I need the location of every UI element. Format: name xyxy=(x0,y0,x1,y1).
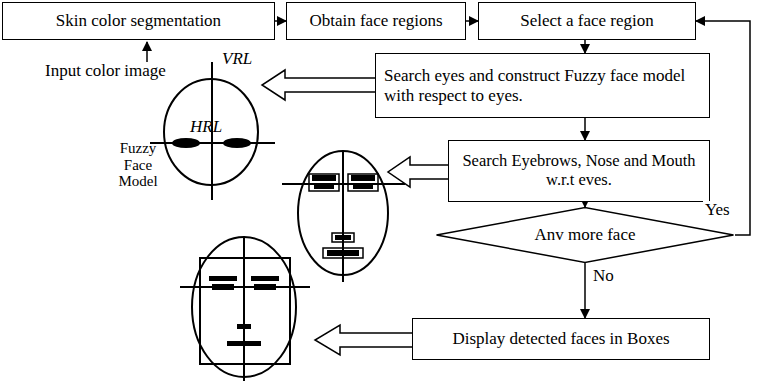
face-features-model xyxy=(282,150,405,282)
detected-face xyxy=(180,236,310,381)
flow-arrow xyxy=(466,20,478,22)
node-text: Obtain face regions xyxy=(309,11,442,31)
hollow-arrow xyxy=(388,157,448,187)
axis-label: VRL xyxy=(222,50,252,69)
flow-arrow xyxy=(275,20,286,22)
input-label: Input color image xyxy=(45,62,166,81)
edge-label: Yes xyxy=(703,201,732,220)
node-text: Anv more face xyxy=(534,225,635,245)
process-box: Display detected faces in Boxes xyxy=(412,318,710,360)
process-box: Select a face region xyxy=(478,2,696,40)
hollow-arrow xyxy=(262,70,375,100)
fuzzy-face-model xyxy=(150,62,275,200)
process-box: Obtain face regions xyxy=(286,2,466,40)
node-text: Display detected faces in Boxes xyxy=(452,329,669,349)
model-label: Fuzzy Face Model xyxy=(112,140,164,190)
process-box: Search Eyebrows, Nose and Mouth w.r.t ev… xyxy=(448,140,710,202)
flow-arrow xyxy=(584,40,586,53)
edge-label: No xyxy=(591,267,616,286)
node-text: Search eyes and construct Fuzzy face mod… xyxy=(384,66,701,105)
node-text: Search Eyebrows, Nose and Mouth w.r.t ev… xyxy=(457,152,701,190)
input-arrow xyxy=(146,42,148,62)
axis-label: HRL xyxy=(190,118,222,137)
process-box: Skin color segmentation xyxy=(2,2,275,40)
node-text: Select a face region xyxy=(520,11,654,31)
flow-arrow xyxy=(584,118,586,140)
flow-arrow xyxy=(584,202,586,207)
node-text: Skin color segmentation xyxy=(56,11,221,31)
decision-diamond: Anv more face xyxy=(435,207,735,263)
flow-arrow xyxy=(584,263,586,318)
process-box: Search eyes and construct Fuzzy face mod… xyxy=(375,53,710,118)
hollow-arrow xyxy=(315,325,412,355)
